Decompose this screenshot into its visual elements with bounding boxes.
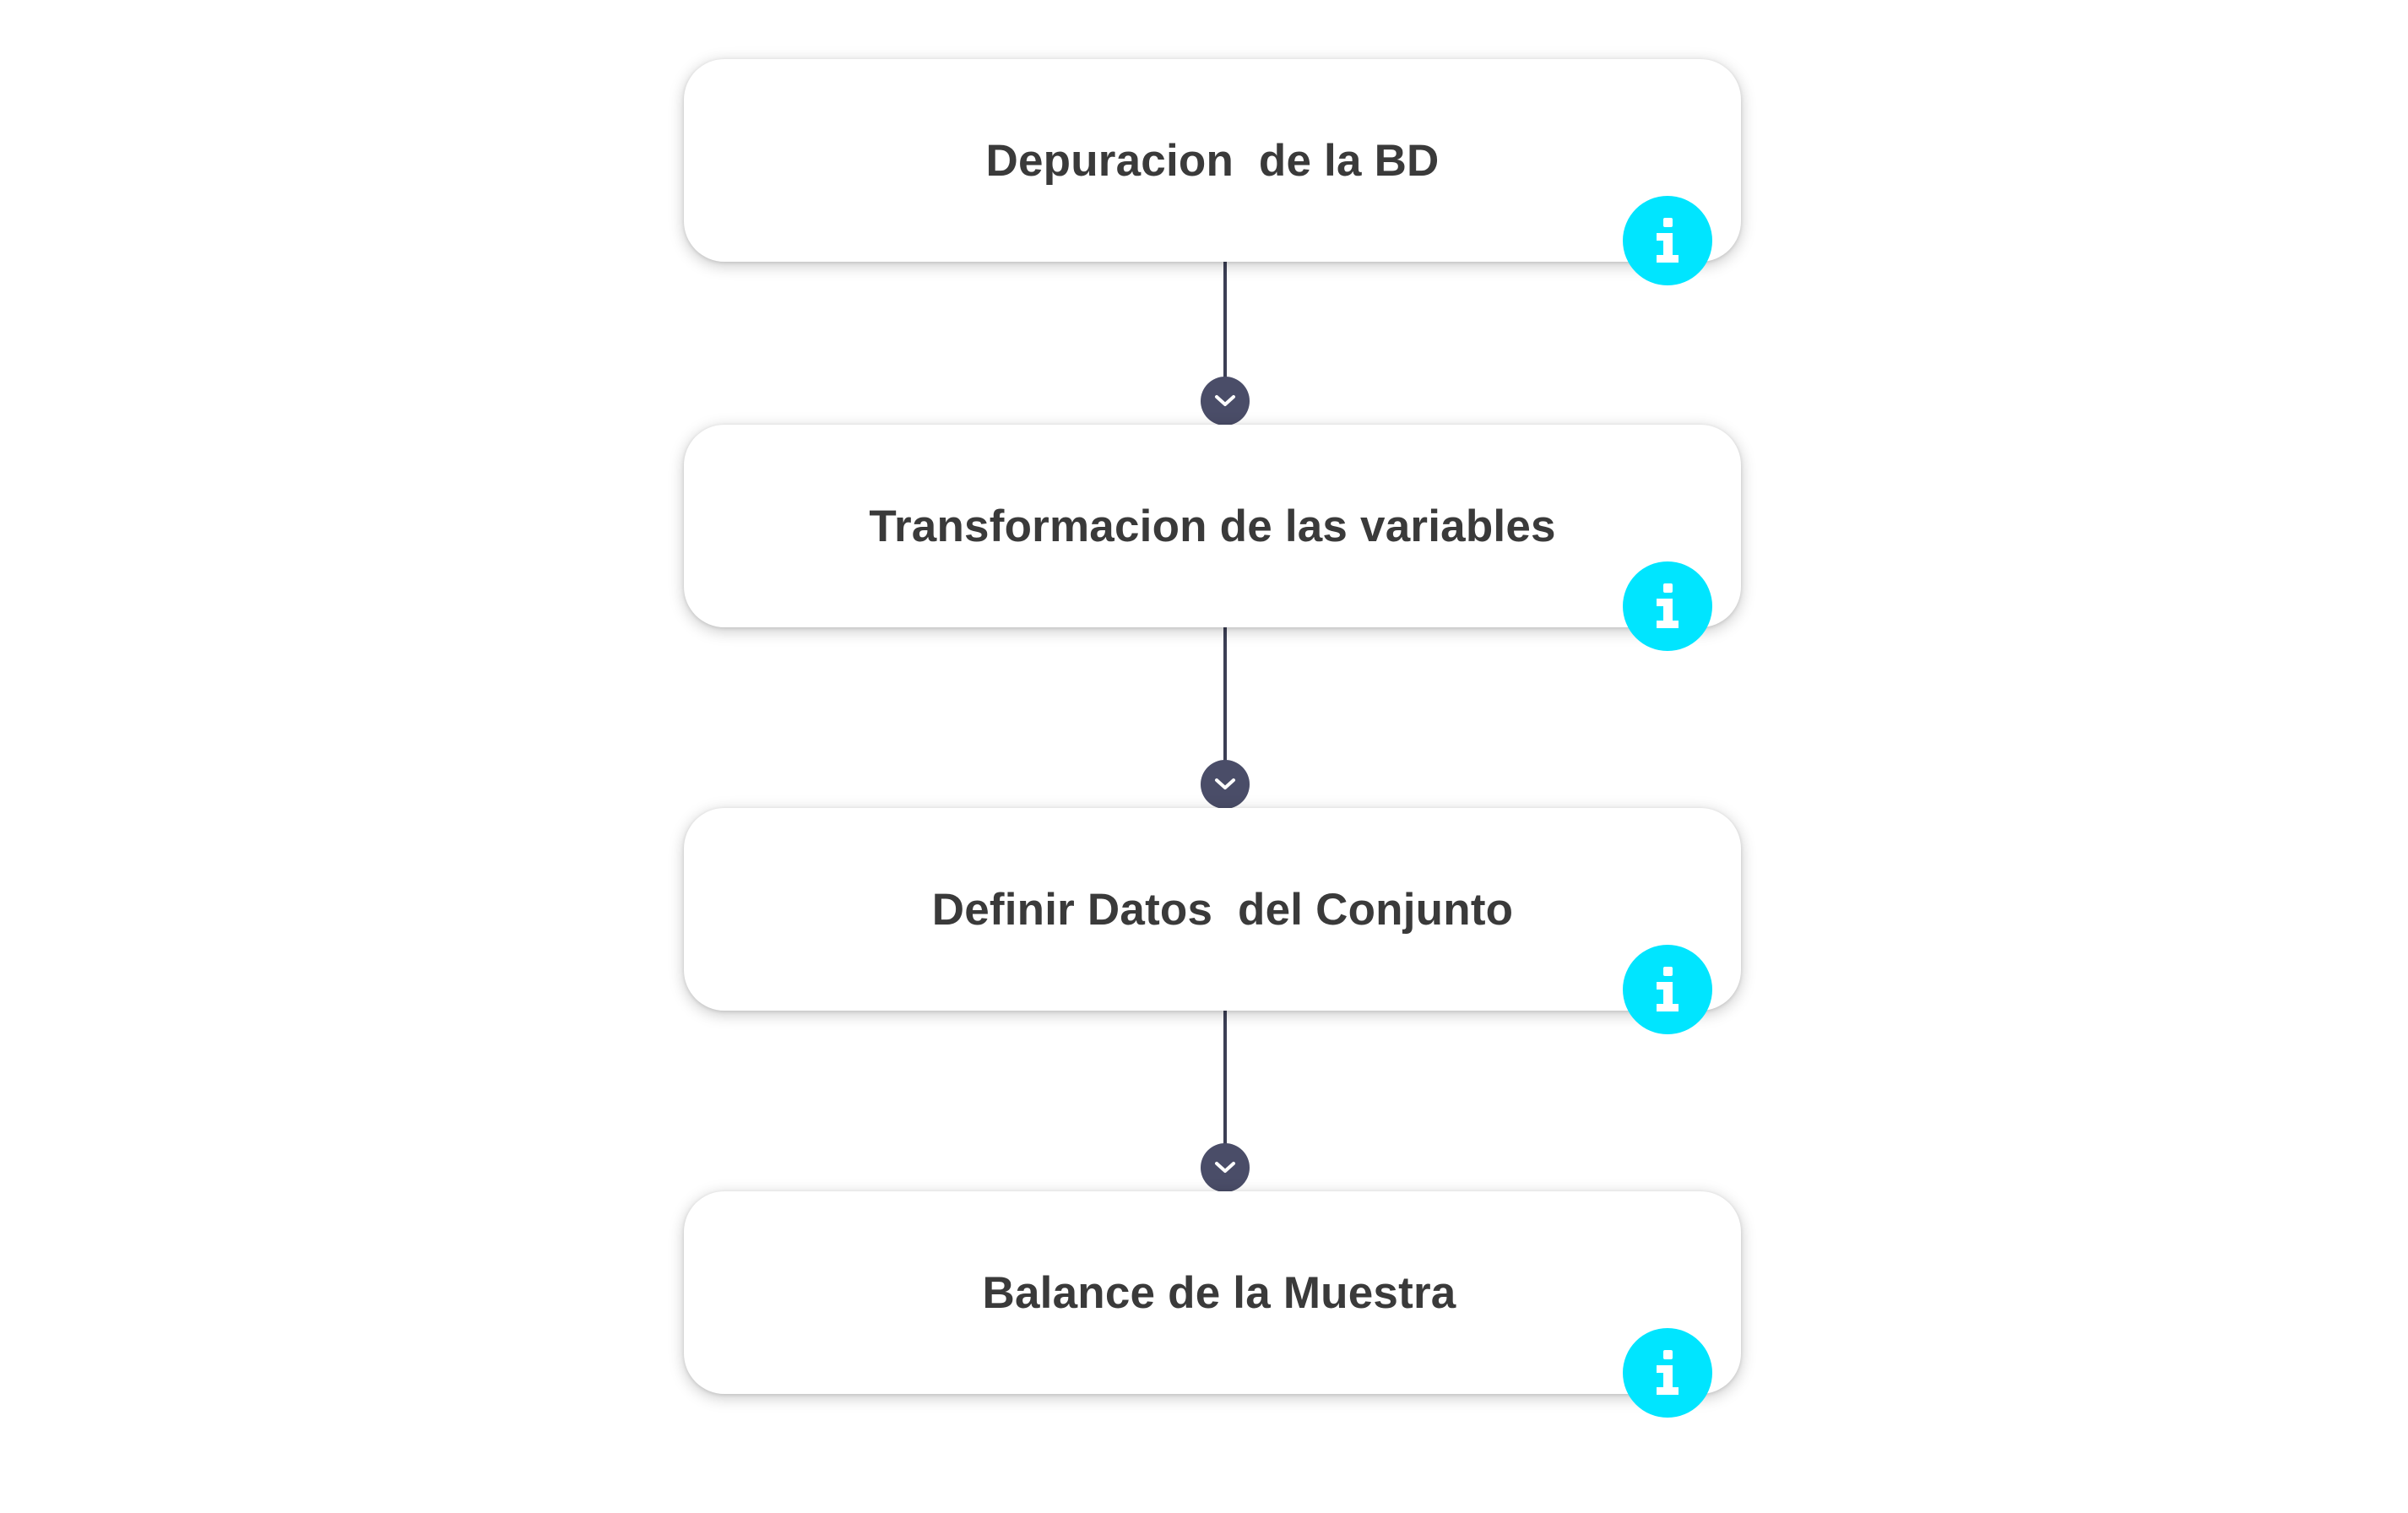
- info-icon: [1657, 967, 1679, 1011]
- connector-line: [1223, 1010, 1227, 1152]
- step-title: Definir Datos del Conjunto: [931, 884, 1514, 935]
- connector-node: [1201, 377, 1250, 426]
- info-button[interactable]: [1623, 561, 1712, 651]
- info-icon: [1657, 218, 1679, 263]
- step-title: Transformacion de las variables: [869, 501, 1556, 551]
- step-card-definir-datos: Definir Datos del Conjunto: [684, 808, 1741, 1034]
- info-button[interactable]: [1623, 196, 1712, 285]
- info-icon: [1657, 583, 1679, 628]
- chevron-down-icon: [1215, 1162, 1235, 1173]
- connector-node: [1201, 1143, 1250, 1192]
- step-card-depuracion: Depuracion de la BD: [684, 59, 1741, 285]
- connector-line: [1223, 626, 1227, 768]
- step-card-transformacion: Transformacion de las variables: [684, 425, 1741, 651]
- info-icon: [1657, 1350, 1679, 1395]
- connector-line: [1223, 262, 1227, 388]
- chevron-down-icon: [1215, 395, 1235, 406]
- info-button[interactable]: [1623, 945, 1712, 1034]
- chevron-down-icon: [1215, 778, 1235, 789]
- step-card-balance: Balance de la Muestra: [684, 1191, 1741, 1418]
- info-button[interactable]: [1623, 1328, 1712, 1418]
- step-title: Balance de la Muestra: [982, 1267, 1456, 1318]
- connector-node: [1201, 760, 1250, 809]
- step-title: Depuracion de la BD: [985, 135, 1440, 186]
